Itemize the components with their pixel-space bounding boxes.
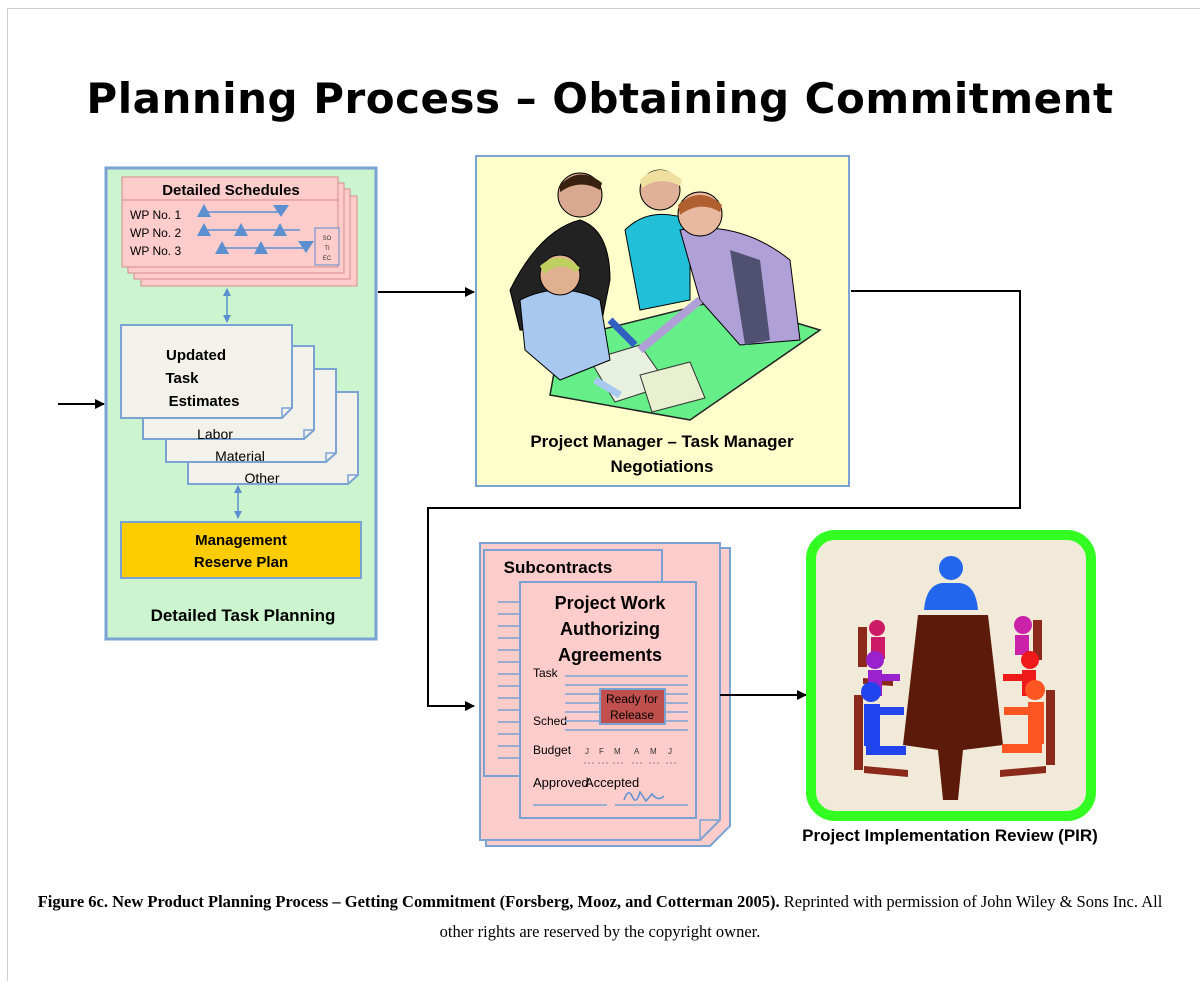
- subcontracts-lines: [498, 601, 520, 759]
- pwaa-title-3: Agreements: [558, 645, 662, 665]
- pwaa-title-2: Authorizing: [560, 619, 660, 639]
- negotiation-to-agreements-connector: [427, 290, 1021, 711]
- negotiation-label-1: Project Manager – Task Manager: [530, 432, 794, 451]
- caption-bold: Figure 6c. New Product Planning Process …: [37, 892, 780, 911]
- page-title: Planning Process – Obtaining Commitment: [86, 74, 1114, 123]
- wp-label-2: WP No. 2: [130, 226, 181, 240]
- reserve-line-1: Management: [195, 532, 287, 549]
- management-reserve-plan: Management Reserve Plan: [120, 521, 362, 579]
- figure-caption: Figure 6c. New Product Planning Process …: [20, 887, 1180, 947]
- budget-label: Budget: [533, 743, 572, 757]
- mini-box-3: EC: [323, 256, 332, 262]
- estimates-line-3: Estimates: [169, 393, 240, 410]
- wp-label-1: WP No. 1: [130, 208, 181, 222]
- month-6: J: [668, 747, 672, 756]
- labor-label: Labor: [197, 426, 233, 442]
- negotiation-panel: Project Manager – Task Manager Negotiati…: [475, 155, 850, 487]
- estimates-line-2: Task: [165, 370, 199, 387]
- ready-for-release-stamp: [599, 688, 666, 725]
- mini-box-1: SO: [323, 236, 332, 242]
- planning-label: Detailed Task Planning: [151, 606, 336, 625]
- pir-panel: [806, 530, 1096, 821]
- task-label: Task: [533, 666, 559, 680]
- subcontracts-label: Subcontracts: [504, 558, 613, 577]
- task-estimates-stack: Updated Task Estimates Labor Material Ot…: [120, 324, 359, 486]
- approved-label: Approved: [533, 775, 589, 790]
- detailed-task-planning-panel: Detailed Schedules WP No. 1 WP No. 2 WP …: [104, 166, 378, 641]
- ready-line-1: Ready for: [606, 692, 658, 706]
- page-frame: [7, 8, 1200, 981]
- signature-scribble: [623, 790, 665, 803]
- reserve-line-2: Reserve Plan: [194, 554, 288, 571]
- month-4: A: [634, 747, 640, 756]
- material-label: Material: [215, 448, 265, 464]
- other-label: Other: [244, 470, 279, 486]
- accepted-label: Accepted: [585, 775, 639, 790]
- estimates-line-1: Updated: [166, 347, 226, 364]
- pwaa-lines: [533, 675, 688, 806]
- agreements-document-stack: Subcontracts Project Work Authorizing Ag…: [479, 542, 731, 847]
- month-2: F: [599, 747, 604, 756]
- pir-label: Project Implementation Review (PIR): [802, 826, 1098, 845]
- sched-label: Sched: [533, 714, 567, 728]
- negotiation-illustration: [509, 169, 822, 421]
- meeting-illustration: [854, 556, 1055, 800]
- wp-label-3: WP No. 3: [130, 244, 181, 258]
- caption-text: Reprinted with permission of John Wiley …: [439, 892, 1163, 941]
- schedules-title: Detailed Schedules: [162, 182, 300, 199]
- ready-line-2: Release: [610, 708, 654, 722]
- month-3: M: [614, 747, 621, 756]
- detailed-schedules-stack: Detailed Schedules WP No. 1 WP No. 2 WP …: [121, 176, 358, 287]
- negotiation-label-2: Negotiations: [611, 457, 714, 476]
- month-1: J: [585, 747, 589, 756]
- mini-box-2: TI: [324, 246, 330, 252]
- month-5: M: [650, 747, 657, 756]
- pwaa-title-1: Project Work: [555, 593, 667, 613]
